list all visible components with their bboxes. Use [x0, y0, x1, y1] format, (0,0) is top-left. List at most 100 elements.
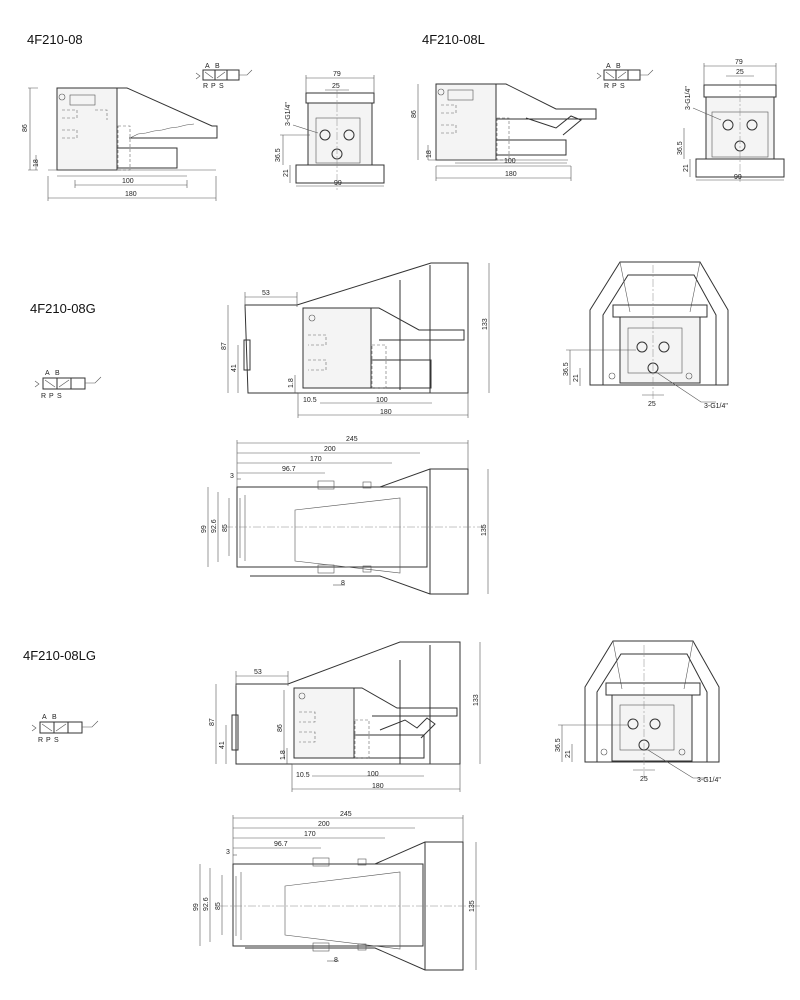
dim-label: 36.5 [275, 148, 282, 162]
dim-label: 41 [219, 741, 226, 749]
model-title-4f210-08l: 4F210-08L [422, 32, 485, 47]
dim-label: 170 [304, 831, 316, 838]
front-view-4f210-08lg [584, 640, 720, 777]
dim-label: 99 [193, 903, 200, 911]
dim-label: 85 [222, 524, 229, 532]
symbol-label-r: R [41, 393, 46, 400]
symbol-label-a: A [205, 63, 210, 70]
symbol-label-r: R [604, 83, 609, 90]
dim-label: 79 [735, 59, 743, 66]
dim-label: 21 [573, 374, 580, 382]
symbol-label-a: A [606, 63, 611, 70]
dim-label: 245 [346, 436, 358, 443]
side-view-4f210-08g [243, 262, 469, 394]
side-dims-4f210-08lg: 53 87 41 86 133 1.8 10.5 100 180 [209, 642, 481, 792]
dim-label: 8 [334, 957, 338, 964]
dim-label: 85 [215, 902, 222, 910]
top-view-4f210-08lg [220, 841, 482, 971]
dim-label: 41 [231, 364, 238, 372]
dim-label: 87 [221, 342, 228, 350]
front-dims-4f210-08lg: 36.5 21 25 3-G1/4" [555, 724, 721, 784]
dim-label: 18 [426, 150, 433, 158]
model-title-4f210-08: 4F210-08 [27, 32, 83, 47]
dim-label: 92.6 [203, 897, 210, 911]
symbol-label-b: B [52, 714, 57, 721]
dim-label: 1.8 [280, 750, 287, 760]
side-view-4f210-08 [48, 87, 218, 177]
dim-label: 36.5 [563, 362, 570, 376]
dim-label: 25 [332, 83, 340, 90]
dim-label: 86 [277, 724, 284, 732]
dim-label: 36.5 [555, 738, 562, 752]
dim-label: 86 [411, 110, 418, 118]
symbol-label-s: S [219, 83, 224, 90]
dim-label: 99 [334, 180, 342, 187]
dim-label: 25 [640, 776, 648, 783]
dim-label: 99 [734, 174, 742, 181]
dim-label: 200 [318, 821, 330, 828]
symbol-label-a: A [45, 370, 50, 377]
dim-label: 100 [504, 158, 516, 165]
dim-label: 53 [262, 290, 270, 297]
dim-label: 96.7 [282, 466, 296, 473]
valve-symbol-1: A B R P S [195, 63, 253, 90]
side-dims-4f210-08: 86 18 100 180 [22, 87, 217, 201]
dim-label: 200 [324, 446, 336, 453]
dim-label: 25 [648, 401, 656, 408]
dim-label: 133 [473, 694, 480, 706]
dim-label: 100 [122, 178, 134, 185]
symbol-label-b: B [55, 370, 60, 377]
dim-label: 8 [341, 580, 345, 587]
symbol-label-s: S [54, 737, 59, 744]
dim-label: 135 [469, 900, 476, 912]
dim-label: 25 [736, 69, 744, 76]
dim-label: 18 [33, 159, 40, 167]
dim-label: 133 [482, 318, 489, 330]
dim-label: 10.5 [303, 397, 317, 404]
dim-label: 3-G1/4" [285, 102, 292, 126]
dim-label: 10.5 [296, 772, 310, 779]
dim-label: 21 [683, 164, 690, 172]
top-view-4f210-08g [225, 468, 485, 595]
dim-label: 170 [310, 456, 322, 463]
symbol-label-a: A [42, 714, 47, 721]
valve-symbol-2: A B R P S [596, 63, 654, 90]
front-view-4f210-08l [695, 80, 785, 182]
symbol-label-p: P [612, 83, 617, 90]
dim-label: 3-G1/4" [685, 86, 692, 110]
symbol-label-s: S [620, 83, 625, 90]
dim-label: 86 [22, 124, 29, 132]
dim-label: 180 [505, 171, 517, 178]
model-title-4f210-08lg: 4F210-08LG [23, 648, 96, 663]
dim-label: 1.8 [288, 378, 295, 388]
front-dims-4f210-08l: 79 25 3-G1/4" 36.5 21 99 [677, 59, 784, 181]
dim-label: 87 [209, 718, 216, 726]
front-view-4f210-08g [589, 261, 729, 400]
dim-label: 3 [230, 473, 234, 480]
dim-label: 245 [340, 811, 352, 818]
side-dims-4f210-08g: 53 87 41 133 1.8 10.5 100 180 [221, 263, 490, 418]
dim-label: 180 [372, 783, 384, 790]
valve-symbol-3: A B R P S [34, 370, 102, 400]
model-title-4f210-08g: 4F210-08G [30, 301, 96, 316]
side-view-4f210-08l [428, 83, 597, 167]
front-view-4f210-08 [295, 90, 385, 190]
dim-label: 3 [226, 849, 230, 856]
dim-label: 21 [565, 750, 572, 758]
dim-label: 180 [125, 191, 137, 198]
symbol-label-b: B [616, 63, 621, 70]
symbol-label-p: P [211, 83, 216, 90]
dim-label: 96.7 [274, 841, 288, 848]
top-dims-4f210-08lg: 245 200 170 96.7 3 99 92.6 85 135 8 [193, 811, 477, 970]
dim-label: 36.5 [677, 141, 684, 155]
symbol-label-r: R [203, 83, 208, 90]
front-dims-4f210-08: 79 25 3-G1/4" 36.5 21 99 [275, 71, 384, 187]
front-dims-4f210-08g: 36.5 21 25 3-G1/4" [563, 349, 728, 410]
symbol-label-b: B [215, 63, 220, 70]
dim-label: 180 [380, 409, 392, 416]
symbol-label-p: P [46, 737, 51, 744]
side-view-4f210-08lg [231, 641, 461, 765]
dim-label: 79 [333, 71, 341, 78]
dim-label: 99 [201, 525, 208, 533]
